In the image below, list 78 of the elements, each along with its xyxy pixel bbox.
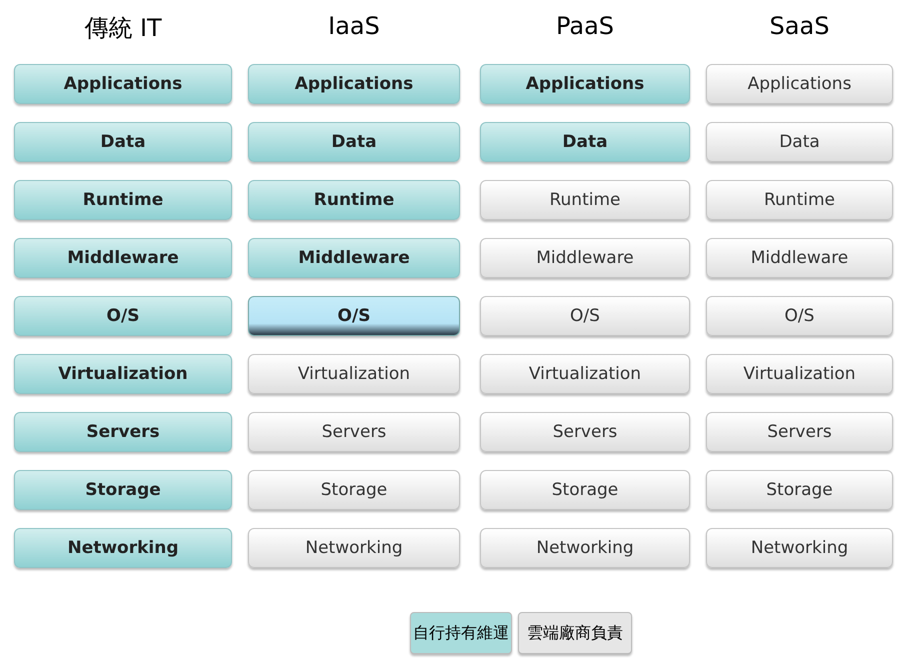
layer-label: Networking <box>305 538 403 558</box>
layer-label: Runtime <box>549 190 620 210</box>
layer-box <box>480 412 690 452</box>
layer-box <box>706 238 893 278</box>
layer-label: Storage <box>766 480 833 500</box>
layer-label: Virtualization <box>528 364 642 384</box>
layer-box <box>706 64 893 104</box>
layer-box <box>14 296 232 336</box>
layer-label: Networking <box>750 538 848 558</box>
layer-label: Applications <box>748 74 852 94</box>
layer-box <box>248 64 460 104</box>
layer-label: Networking <box>536 538 634 558</box>
layer-box <box>706 470 893 510</box>
layer-box <box>248 296 460 336</box>
layer-label: Networking <box>67 538 179 558</box>
layer-label: Runtime <box>764 190 835 210</box>
layer-box <box>706 528 893 568</box>
layer-label: Middleware <box>536 248 634 268</box>
layer-box <box>248 238 460 278</box>
layer-label: O/S <box>106 306 140 326</box>
layer-box <box>248 180 460 220</box>
layer-label: Storage <box>552 480 618 500</box>
legend-label: 雲端廠商負責 <box>527 622 623 644</box>
layer-box <box>480 528 690 568</box>
layer-label: Virtualization <box>743 364 856 384</box>
layer-label: Middleware <box>67 248 179 268</box>
layer-label: Servers <box>552 422 618 442</box>
layer-box <box>14 180 232 220</box>
layer-label: Data <box>100 132 146 152</box>
layer-label: Runtime <box>314 190 394 210</box>
layer-label: Virtualization <box>298 364 410 384</box>
layer-label: Data <box>331 132 377 152</box>
layer-label: Applications <box>526 74 644 94</box>
layer-box <box>706 122 893 162</box>
layer-box <box>706 412 893 452</box>
column-heading: 傳統 IT <box>83 13 163 44</box>
layer-box <box>480 296 690 336</box>
layer-label: Middleware <box>750 248 848 268</box>
layer-label: O/S <box>338 306 370 326</box>
layer-box <box>480 238 690 278</box>
layer-label: Applications <box>64 74 182 94</box>
layer-label: Servers <box>322 422 386 442</box>
layer-box <box>14 122 232 162</box>
layer-box <box>706 354 893 394</box>
column-heading: SaaS <box>768 12 830 40</box>
layer-box <box>14 354 232 394</box>
layer-box <box>14 64 232 104</box>
layer-box <box>706 296 893 336</box>
layer-box <box>14 470 232 510</box>
layer-label: Data <box>562 132 608 152</box>
layer-label: Applications <box>294 74 414 94</box>
layer-box <box>248 412 460 452</box>
layer-box <box>14 412 232 452</box>
layer-label: Middleware <box>298 248 410 268</box>
layer-label: Storage <box>85 480 161 500</box>
layer-box <box>706 180 893 220</box>
layer-label: O/S <box>784 306 814 326</box>
column-heading: IaaS <box>327 12 381 40</box>
layer-box <box>14 528 232 568</box>
layer-label: O/S <box>570 306 600 326</box>
layer-label: Virtualization <box>58 364 188 384</box>
layer-box <box>480 64 690 104</box>
layer-box <box>248 354 460 394</box>
layer-box <box>248 470 460 510</box>
layer-box <box>14 238 232 278</box>
layer-box <box>248 528 460 568</box>
layer-box <box>480 122 690 162</box>
layer-label: Servers <box>767 422 832 442</box>
layer-label: Runtime <box>82 190 164 210</box>
legend-label: 自行持有維運 <box>413 622 509 644</box>
column-heading: PaaS <box>554 12 616 40</box>
layer-label: Servers <box>86 422 160 442</box>
layer-label: Data <box>779 132 820 152</box>
layer-box <box>480 354 690 394</box>
layer-label: Storage <box>320 480 388 500</box>
layer-box <box>480 180 690 220</box>
layer-box <box>480 470 690 510</box>
layer-box <box>248 122 460 162</box>
